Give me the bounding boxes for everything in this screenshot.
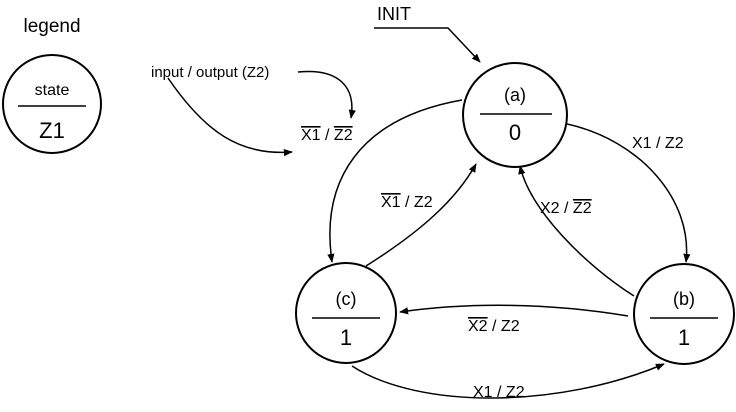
transition-b-to-a-input: X2	[540, 200, 560, 217]
annotation-arrow-left	[167, 77, 293, 157]
transition-c-to-b-output: Z2	[506, 384, 525, 401]
transition-c-to-b-sep: /	[493, 384, 506, 401]
state-c-circle	[295, 262, 397, 364]
state-a-circle	[462, 62, 568, 168]
transition-c-to-a-output: Z2	[414, 194, 433, 211]
transition-a-to-b-input: X1	[632, 135, 652, 152]
state-b-output: 1	[678, 325, 690, 350]
state-c-output: 1	[340, 325, 352, 350]
transition-b-to-a-label: X2 / Z2	[540, 200, 592, 217]
transition-a-to-c	[327, 99, 463, 263]
state-c: (c) 1	[295, 262, 397, 364]
transition-b-to-a-output: Z2	[573, 200, 592, 217]
legend-circle	[2, 54, 102, 154]
annotation-example-sep: /	[321, 127, 334, 144]
state-a-output: 0	[509, 120, 521, 145]
transition-c-to-b-arrow	[351, 363, 665, 399]
transition-b-to-c-sep: /	[488, 318, 501, 335]
transition-b-to-c-input: X2	[468, 318, 488, 335]
state-b-circle	[633, 263, 735, 365]
transition-b-to-a-sep: /	[560, 200, 573, 217]
transition-b-to-c: X2 / Z2	[399, 304, 629, 335]
transition-b-to-c-label: X2 / Z2	[468, 318, 520, 335]
annotation-arrow-right	[297, 70, 356, 119]
transition-c-to-a: X1 / Z2	[365, 163, 477, 267]
init-arrow	[374, 27, 481, 63]
legend: legend state Z1	[2, 16, 102, 154]
transition-a-to-b-arrow	[566, 123, 691, 263]
transition-a-to-c-arrow	[327, 99, 463, 263]
transition-b-to-c-arrow	[399, 304, 629, 317]
transition-a-to-b: X1 / Z2	[566, 123, 691, 263]
legend-bottom-label: Z1	[39, 118, 65, 143]
state-b-name: (b)	[673, 289, 695, 309]
transition-c-to-b-input: X1	[473, 384, 493, 401]
init-marker: INIT	[374, 4, 481, 63]
transition-a-to-b-label: X1 / Z2	[632, 135, 684, 152]
transition-c-to-a-input: X1	[381, 194, 401, 211]
state-c-name: (c)	[336, 289, 357, 309]
transition-b-to-c-output: Z2	[501, 318, 520, 335]
transition-c-to-a-arrow	[365, 163, 477, 267]
legend-top-label: state	[35, 82, 70, 99]
init-label: INIT	[377, 4, 411, 24]
annotation-example-input: X1	[301, 127, 321, 144]
annotation-example-output: Z2	[334, 127, 353, 144]
transition-a-to-b-output: Z2	[665, 135, 684, 152]
annotation-text: input / output (Z2)	[151, 64, 269, 81]
legend-title: legend	[23, 16, 80, 37]
state-a: (a) 0	[462, 62, 568, 168]
transition-c-to-a-label: X1 / Z2	[381, 194, 433, 211]
annotation-example: X1 / Z2	[301, 127, 353, 144]
transition-a-to-b-sep: /	[652, 135, 665, 152]
annotation: input / output (Z2) X1 / Z2	[151, 64, 356, 157]
transition-c-to-b-label: X1 / Z2	[473, 384, 525, 401]
transition-b-to-a-arrow	[518, 165, 635, 297]
transition-c-to-a-sep: /	[401, 194, 414, 211]
state-a-name: (a)	[504, 85, 526, 105]
state-b: (b) 1	[633, 263, 735, 365]
transition-c-to-b: X1 / Z2	[351, 363, 665, 401]
transition-b-to-a: X2 / Z2	[518, 165, 635, 297]
